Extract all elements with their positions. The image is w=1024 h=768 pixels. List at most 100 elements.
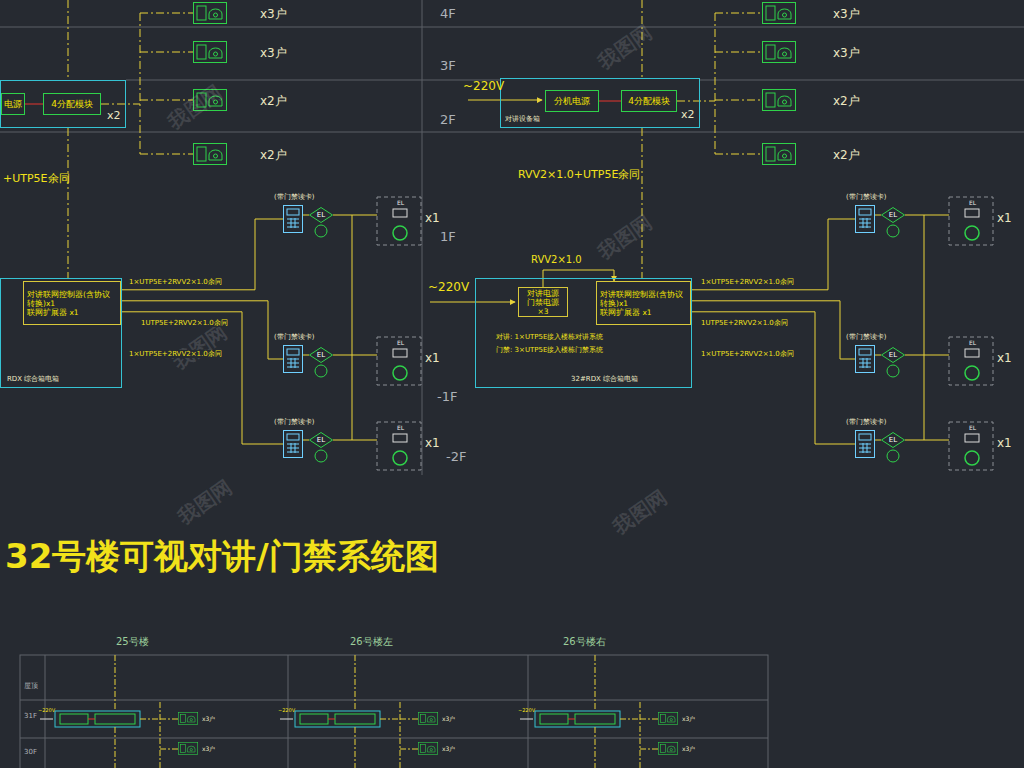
drawing-label: x2户 [260,94,287,108]
use-shape [763,3,796,24]
electric-lock-diamond: EL [309,207,333,223]
electric-lock-diamond: EL [309,432,333,448]
power-supply-box: 对讲电源门禁电源×3 [518,287,568,317]
door-station-caption: (带门禁读卡) [846,193,886,201]
path-shape [430,302,515,303]
reader-outline [284,431,303,458]
diamond-outline [882,208,905,223]
reader-outline [284,346,303,373]
door-station: (带门禁读卡) [283,345,303,373]
rect-shape [535,711,620,727]
cable-spec-label: 1×UTP5E+2RVV2×1.0余同 [700,278,795,286]
building-table [20,655,768,768]
diamond-outline [310,208,333,223]
drawing-label: x1 [997,211,1012,225]
path-shape [355,655,418,768]
rect-shape [393,349,407,357]
drawing-label: 3F [440,58,456,74]
drawing-label: x3户 [682,715,695,722]
cable-spec-label: 1UTP5E+2RVV2×1.0余同 [140,319,229,327]
line-shape [568,719,575,720]
network-controller-box: 对讲联网控制器(含协议转换)x1联网扩展器 x1 [596,281,691,325]
reader-keypad [287,358,299,368]
circle-shape [965,226,979,240]
card-reader-icon [855,205,875,233]
device-label: 对讲联网控制器(含协议转换)x1 [600,290,687,308]
reader-keypad [859,218,871,228]
drawing-label: x3户 [833,7,860,21]
drawing-label: 4F [440,6,456,22]
equipment-box: x2电源4分配模块 [0,80,126,128]
rect-shape [55,711,140,727]
rect-shape [575,714,615,724]
door-side-right [887,197,993,470]
drawing-label: x1 [997,351,1012,365]
circle-shape [393,226,407,240]
card-reader-icon [855,345,875,373]
use-shape [194,3,227,24]
circle-shape [315,450,327,462]
door-station-caption: (带门禁读卡) [846,333,886,341]
path-shape [520,719,533,720]
door-station: (带门禁读卡) [283,430,303,458]
drawing-label: EL [397,339,404,346]
line-shape [0,27,1024,28]
drawing-label: x2户 [833,94,860,108]
electric-lock-diamond: EL [881,207,905,223]
path-shape [333,215,377,440]
drawing-label: EL [969,424,976,431]
drawing-label: x3户 [442,715,455,722]
module-label: 分机电源 [554,97,590,106]
drawing-label: EL [969,339,976,346]
lock-label: EL [881,347,905,363]
weak-current-cabinet: RDX 综合箱电箱对讲联网控制器(含协议转换)x1联网扩展器 x1 [0,278,122,388]
power-unit-box: 分机电源 [545,90,599,112]
reader-screen [859,349,871,355]
box-caption: 门禁: 3×UTP5E接入楼栋门禁系统 [496,346,603,354]
weak-current-cabinet: 对讲: 1×UTP5E接入楼栋对讲系统门禁: 3×UTP5E接入楼栋门禁系统32… [475,278,692,388]
diamond-outline [882,348,905,363]
drawing-label: x3户 [833,46,860,60]
drawing-label: ~220V [428,280,469,294]
path-shape [20,655,768,768]
reader-outline [856,431,875,458]
circle-shape [315,365,327,377]
door-station-caption: (带门禁读卡) [274,333,314,341]
diamond-outline [310,348,333,363]
module-label: 电源 [4,100,22,109]
module-label: 4分配模块 [628,97,670,106]
line-shape [0,132,1024,133]
line-shape [700,80,1024,81]
path-shape [280,719,293,720]
box-caption: 对讲设备箱 [505,115,540,123]
rect-shape [295,711,380,727]
rect-shape [377,197,421,245]
door-side-left [315,197,421,470]
drawing-label: EL [397,199,404,206]
door-station: (带门禁读卡) [855,430,875,458]
drawing-label: EL [969,199,976,206]
watermark: 我图网 [594,20,657,74]
card-reader-icon [283,345,303,373]
reader-keypad [859,358,871,368]
lock-label: EL [309,207,333,223]
cable-spec-label: 1×UTP5E+2RVV2×1.0余同 [700,350,795,358]
rect-shape [95,714,135,724]
electric-lock-diamond: EL [881,432,905,448]
connector-line [875,355,881,356]
drawing-label: 26号楼右 [563,636,606,648]
drawing-label: ~220V [278,707,295,713]
path-shape [642,0,762,278]
network-controller-box: 对讲联网控制器(含协议转换)x1联网扩展器 x1 [23,281,121,325]
cable-spec-label: 1×UTP5E+2RVV2×1.0余同 [128,350,223,358]
indoor-wiring [68,0,762,278]
circle-shape [965,451,979,465]
watermark: 我图网 [169,320,232,374]
reader-keypad [859,443,871,453]
connector-line [303,355,309,356]
watermark: 我图网 [164,80,227,134]
watermark: 我图网 [594,210,657,264]
box-caption: x2 [681,108,695,121]
splitter-module-box: 4分配模块 [43,93,101,115]
